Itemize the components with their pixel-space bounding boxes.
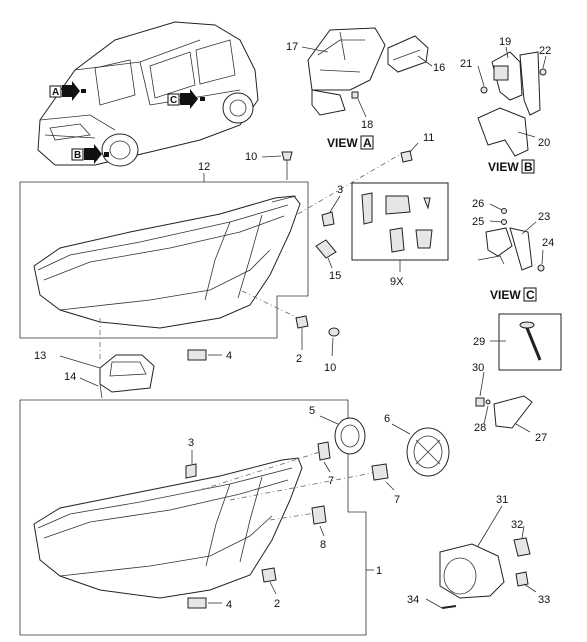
fog-lamp-31 [425, 505, 537, 609]
side-marker-27 [475, 371, 533, 433]
cover-5 [319, 415, 366, 455]
callout-24: 24 [542, 237, 554, 249]
svg-text:VIEW: VIEW [327, 136, 358, 150]
callout-1: 1 [376, 565, 382, 577]
callout-34: 34 [407, 594, 419, 606]
svg-text:A: A [363, 136, 372, 150]
part-2-upper [295, 315, 309, 350]
part-10-lower [328, 327, 340, 357]
callout-33: 33 [538, 594, 550, 606]
headlamp-lower [33, 457, 303, 599]
marker-c-label: C [170, 95, 177, 106]
car-illustration [37, 21, 259, 167]
callout-20: 20 [538, 137, 550, 149]
callout-2-upper: 2 [296, 353, 302, 365]
callout-7-lower: 7 [394, 494, 400, 506]
part-3-upper [321, 195, 341, 227]
svg-text:VIEW: VIEW [490, 288, 521, 302]
marker-c: C [167, 89, 205, 109]
callout-26: 26 [472, 198, 484, 210]
view-b-bracket-group [477, 46, 547, 157]
callout-5: 5 [309, 405, 315, 417]
bulb-7-upper [317, 441, 331, 473]
callout-14: 14 [64, 371, 76, 383]
cover-6 [391, 423, 450, 477]
callout-16: 16 [433, 62, 445, 74]
bulb-7-lower [371, 463, 395, 491]
view-a-bracket-group [301, 27, 433, 118]
callout-3-lower: 3 [188, 437, 194, 449]
view-c-label: VIEW C [490, 287, 537, 302]
callout-23: 23 [538, 211, 550, 223]
callout-27: 27 [535, 432, 547, 444]
callout-19: 19 [499, 36, 511, 48]
callout-9x: 9X [390, 276, 404, 288]
callout-18: 18 [361, 119, 373, 131]
callout-25: 25 [472, 216, 484, 228]
bulb-8 [311, 505, 327, 537]
kit-box-9x [351, 182, 449, 272]
callout-10-lower: 10 [324, 362, 336, 374]
callout-2-lower: 2 [274, 598, 280, 610]
callout-32: 32 [511, 519, 523, 531]
callout-28: 28 [474, 422, 486, 434]
callout-30: 30 [472, 362, 484, 374]
marker-a-label: A [52, 87, 59, 98]
part-11 [400, 142, 419, 163]
screw-box-29 [490, 313, 562, 371]
callout-13: 13 [34, 350, 46, 362]
marker-b-label: B [74, 150, 81, 161]
lower-assembly-frame [19, 399, 367, 636]
callout-21: 21 [460, 58, 472, 70]
control-module-13 [59, 354, 155, 399]
view-a-label: VIEW A [327, 135, 374, 150]
svg-text:VIEW: VIEW [488, 160, 519, 174]
callout-15: 15 [329, 270, 341, 282]
callout-22: 22 [539, 45, 551, 57]
part-4-lower [187, 597, 222, 609]
callout-7-upper: 7 [328, 475, 334, 487]
part-2-lower [261, 567, 277, 595]
callout-31: 31 [496, 494, 508, 506]
part-15 [315, 239, 337, 269]
callout-12: 12 [198, 161, 210, 173]
marker-a: A [49, 81, 86, 101]
svg-text:B: B [524, 160, 533, 174]
view-c-bracket-group [477, 203, 545, 272]
callout-10-top: 10 [245, 151, 257, 163]
svg-text:C: C [526, 288, 535, 302]
callout-4-upper: 4 [226, 350, 232, 362]
callout-3-upper: 3 [337, 184, 343, 196]
callout-17: 17 [286, 41, 298, 53]
callout-8: 8 [320, 539, 326, 551]
callout-6: 6 [384, 413, 390, 425]
upper-assembly-frame [19, 181, 309, 339]
part-3-lower [185, 450, 197, 479]
view-b-label: VIEW B [488, 159, 535, 174]
callout-4-lower: 4 [226, 599, 232, 611]
callout-11: 11 [423, 132, 434, 144]
headlamp-upper [33, 195, 301, 329]
marker-b: B [71, 144, 109, 164]
part-10-top [261, 151, 293, 180]
callout-29: 29 [473, 336, 485, 348]
part-4-upper [187, 349, 222, 361]
